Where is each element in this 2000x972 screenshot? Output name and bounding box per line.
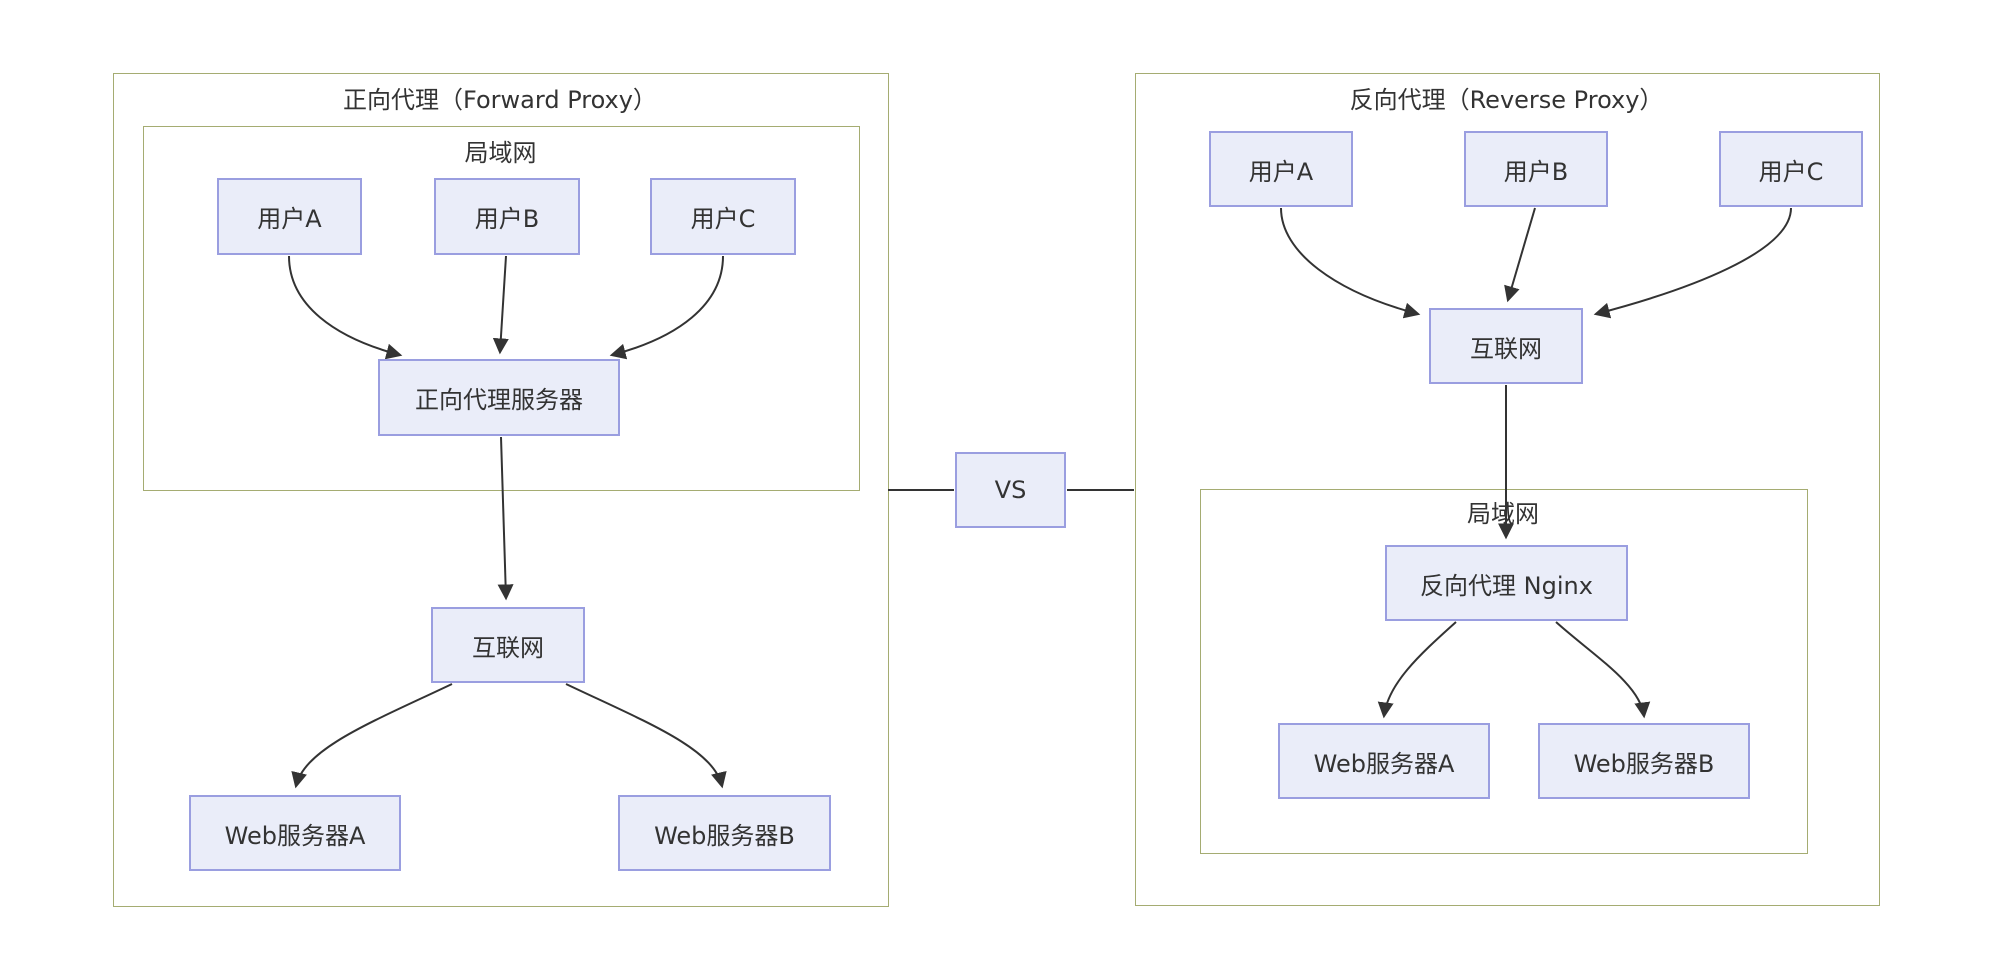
reverse-proxy-title: 反向代理（Reverse Proxy） <box>1349 86 1664 114</box>
cluster-reverse-lan <box>1200 489 1808 854</box>
edge-forward-internet-weba <box>291 683 453 789</box>
edge-reverse-userb-internet <box>1504 207 1536 303</box>
node-reverse-user-a: 用户A <box>1209 131 1353 207</box>
forward-proxy-title: 正向代理（Forward Proxy） <box>343 86 657 114</box>
cluster-reverse-proxy <box>1135 73 1880 906</box>
node-forward-web-b: Web服务器B <box>618 795 831 871</box>
node-reverse-user-c: 用户C <box>1719 131 1863 207</box>
node-vs: VS <box>955 452 1066 528</box>
node-reverse-nginx: 反向代理 Nginx <box>1385 545 1628 621</box>
node-forward-user-b: 用户B <box>434 178 580 255</box>
node-forward-user-c: 用户C <box>650 178 796 255</box>
edge-forward-userb-proxy <box>492 255 509 355</box>
node-forward-proxy-server: 正向代理服务器 <box>378 359 620 436</box>
cluster-forward-lan <box>143 126 860 491</box>
edge-forward-internet-webb <box>565 683 727 789</box>
edge-reverse-nginx-weba <box>1377 621 1457 719</box>
forward-lan-label: 局域网 <box>464 139 537 167</box>
node-forward-user-a: 用户A <box>217 178 362 255</box>
node-reverse-web-b: Web服务器B <box>1538 723 1750 799</box>
node-reverse-internet: 互联网 <box>1429 308 1583 384</box>
edge-forward-proxy-internet <box>497 436 514 601</box>
node-reverse-web-a: Web服务器A <box>1278 723 1490 799</box>
node-reverse-user-b: 用户B <box>1464 131 1608 207</box>
node-forward-web-a: Web服务器A <box>189 795 401 871</box>
edge-forward-usera-proxy <box>288 255 403 360</box>
reverse-lan-label: 局域网 <box>1467 500 1539 528</box>
edge-forward-userc-proxy <box>609 255 724 360</box>
node-forward-internet: 互联网 <box>431 607 585 683</box>
edge-reverse-nginx-webb <box>1555 621 1651 719</box>
edge-reverse-userc-internet <box>1593 207 1792 319</box>
edge-reverse-usera-internet <box>1280 207 1421 319</box>
